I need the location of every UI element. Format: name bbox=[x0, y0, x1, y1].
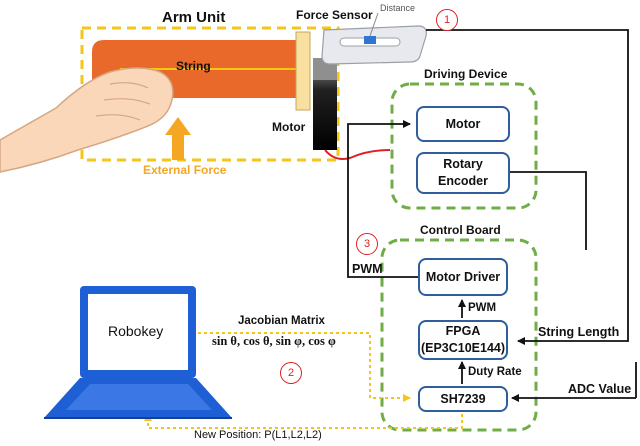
fpga-line2: (EP3C10E144) bbox=[420, 341, 506, 355]
pulley-plate bbox=[295, 31, 311, 111]
external-force-label: External Force bbox=[143, 163, 227, 177]
pwm-line bbox=[347, 120, 418, 278]
jacobian-formula: sin θ, cos θ, sin φ, cos φ bbox=[212, 334, 336, 348]
jacobian-title: Jacobian Matrix bbox=[238, 315, 325, 327]
new-position-label: New Position: P(L1,L2,L2) bbox=[194, 429, 322, 441]
external-force-arrow bbox=[165, 117, 191, 160]
sh7239-box: SH7239 bbox=[418, 386, 508, 412]
marker-3: 3 bbox=[356, 233, 378, 255]
hand-shape bbox=[0, 67, 174, 173]
string-length-line bbox=[426, 29, 629, 345]
rotary-encoder-line1: Rotary bbox=[443, 157, 483, 172]
distance-label: Distance bbox=[380, 3, 416, 13]
motor-driver-box: Motor Driver bbox=[418, 258, 508, 296]
encoder-line bbox=[510, 171, 587, 250]
fpga-box: FPGA (EP3C10E144) bbox=[418, 320, 508, 360]
pwm-inner-label: PWM bbox=[468, 302, 497, 314]
driving-motor-box: Motor bbox=[416, 106, 510, 142]
marker-2: 2 bbox=[280, 362, 302, 384]
new-position-line bbox=[144, 413, 463, 429]
driving-device-frame bbox=[390, 82, 538, 210]
control-board-title: Control Board bbox=[420, 223, 501, 237]
arm-unit-title: Arm Unit bbox=[162, 9, 226, 26]
string-length-label: String Length bbox=[538, 325, 620, 339]
motor-cable bbox=[324, 149, 391, 160]
adc-value-label: ADC Value bbox=[568, 382, 632, 396]
string-label: String bbox=[176, 59, 211, 73]
force-sensor-title: Force Sensor bbox=[296, 8, 373, 22]
driving-device-title: Driving Device bbox=[424, 67, 508, 81]
duty-rate-label: Duty Rate bbox=[468, 366, 522, 378]
marker-1: 1 bbox=[436, 9, 458, 31]
distance-indicator bbox=[364, 36, 376, 44]
pwm-label: PWM bbox=[352, 262, 383, 276]
rotary-encoder-box: Rotary Encoder bbox=[416, 152, 510, 194]
rotary-encoder-line2: Encoder bbox=[437, 174, 488, 188]
robokey-label: Robokey bbox=[108, 323, 164, 339]
fpga-line1: FPGA bbox=[445, 324, 481, 339]
laptop-screen bbox=[88, 294, 188, 370]
jacobian-line bbox=[198, 332, 411, 402]
motor-label: Motor bbox=[272, 120, 306, 134]
